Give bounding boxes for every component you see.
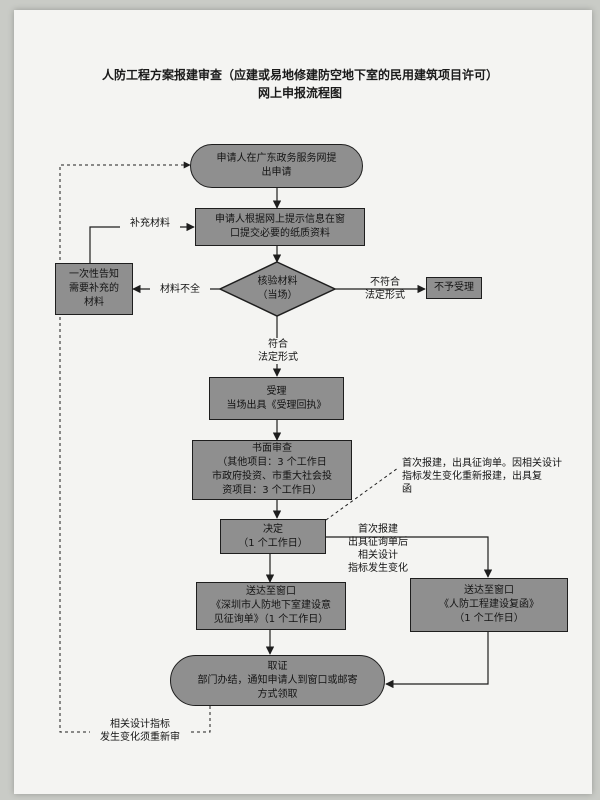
label-supplement: 补充材料: [120, 217, 180, 230]
check-diamond: [218, 261, 337, 317]
collect-certificate-node: 取证 部门办结，通知申请人到窗口或邮寄 方式领取: [170, 655, 385, 706]
diagram-title-line2: 网上申报流程图: [257, 86, 342, 100]
arrow-deliver-right-to-collect: [385, 632, 489, 689]
arrow-decide-to-deliver-right: [326, 536, 493, 578]
submit-materials-node: 申请人根据网上提示信息在窗 口提交必要的纸质资料: [195, 208, 365, 246]
check-node-text: 核验材料 （当场）: [257, 276, 298, 301]
arrow-rereview-feedback: [59, 161, 211, 733]
written-review-node: 书面审查 （其他项目：3 个工作日 市政府投资、市重大社会投 资项目：3 个工作…: [192, 440, 352, 500]
dashed-note-link: [325, 467, 399, 521]
diagram-title-line1: 人防工程方案报建审查（应建或易地修建防空地下室的民用建筑项目许可）: [101, 68, 498, 82]
deliver-inquiry-node: 送达至窗口 《深圳市人防地下室建设意 见征询单》（1 个工作日）: [196, 582, 346, 630]
accept-node: 受理 当场出具《受理回执》: [209, 377, 344, 420]
label-incomplete: 材料不全: [150, 283, 210, 296]
start-node: 申请人在广东政务服务网提 出申请: [190, 144, 363, 188]
decision-node: 决定 （1 个工作日）: [220, 519, 326, 554]
reject-node: 不予受理: [426, 277, 482, 299]
label-rereview: 相关设计指标 发生变化须重新审: [90, 718, 190, 744]
label-first-report-note: 首次报建，出具征询单。因相关设计 指标发生变化重新报建，出具复 函: [402, 458, 562, 495]
label-not-comply: 不符合 法定形式: [365, 277, 405, 301]
label-after-first-report: 首次报建 出具征询单后 相关设计 指标发生变化: [348, 524, 408, 574]
arrow-notice-to-submit: [89, 222, 195, 263]
deliver-reply-node: 送达至窗口 《人防工程建设复函》 （1 个工作日）: [410, 578, 568, 632]
notice-supplement-node: 一次性告知 需要补充的 材料: [55, 263, 133, 315]
label-comply: 符合 法定形式: [246, 338, 310, 364]
